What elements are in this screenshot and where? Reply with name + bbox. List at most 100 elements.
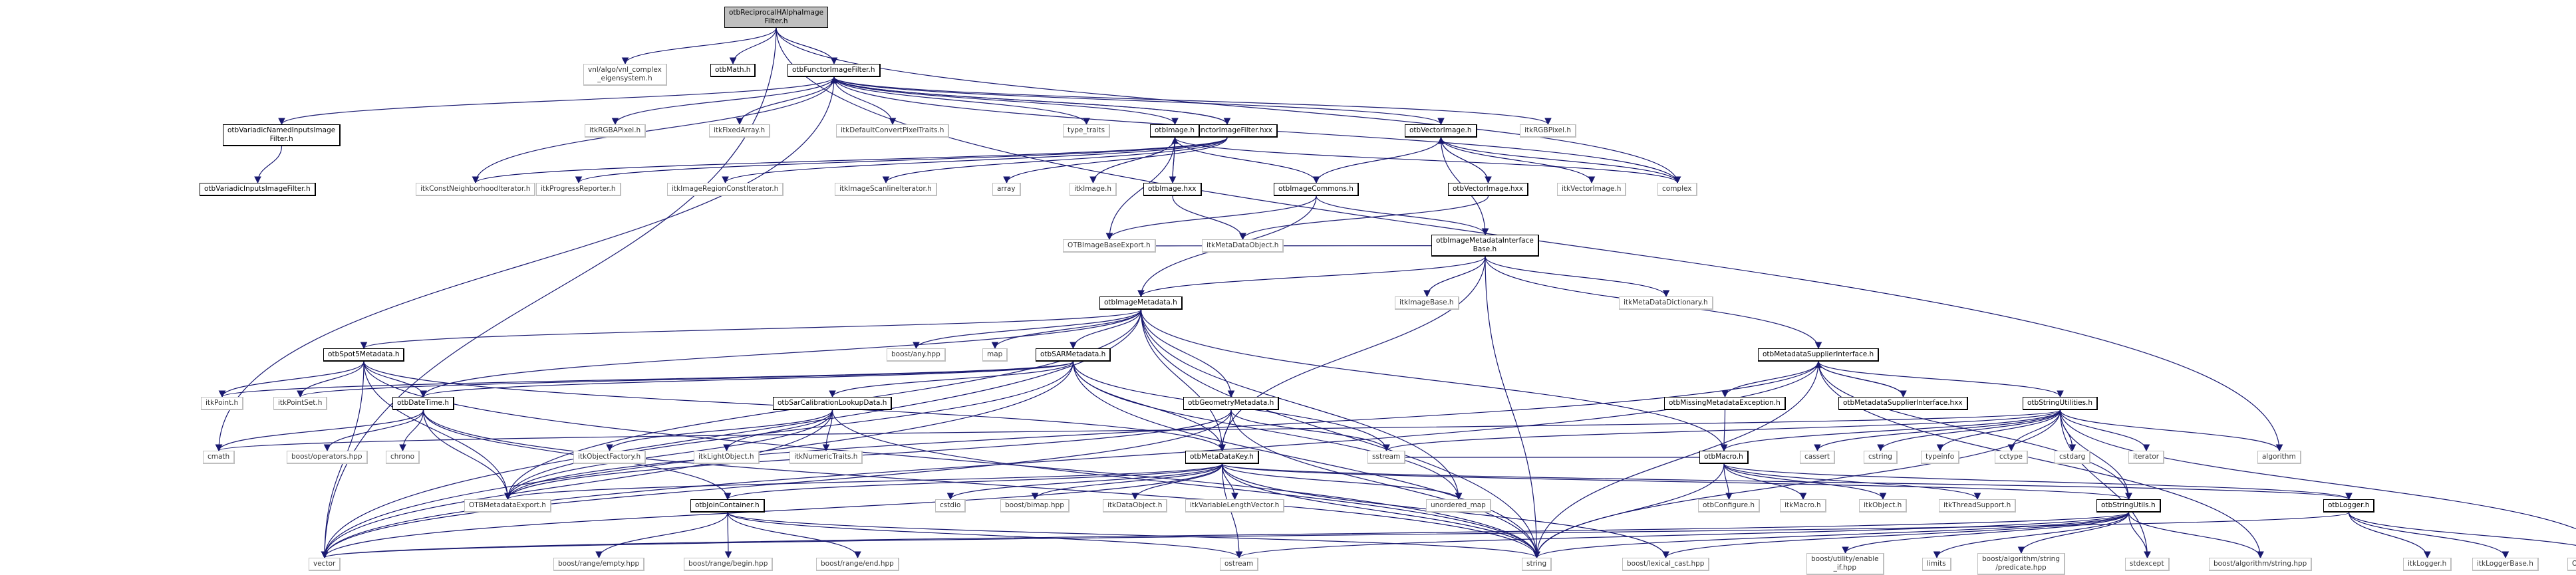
node-itk-data-object[interactable]: itkDataObject.h [1103,499,1167,513]
node-itk-light-object[interactable]: itkLightObject.h [694,451,760,464]
node-itk-const-neighborhood-iterator[interactable]: itkConstNeighborhoodIterator.h [416,183,535,196]
node-itk-object-factory[interactable]: itkObjectFactory.h [573,451,646,464]
node-stdexcept[interactable]: stdexcept [2125,558,2170,571]
node-otb-image[interactable]: otbImage.h [1150,124,1200,138]
node-otb-variadic-inputs-image-filter[interactable]: otbVariadicInputsImageFilter.h [200,183,316,196]
node-boost-bimap[interactable]: boost/bimap.hpp [1000,499,1070,513]
node-otb-math[interactable]: otbMath.h [710,64,756,77]
node-boost-algorithm-string[interactable]: boost/algorithm/string.hpp [2209,558,2312,571]
node-otb-vector-image-hxx[interactable]: otbVectorImage.hxx [1448,183,1528,196]
node-otb-join-container[interactable]: otbJoinContainer.h [690,499,765,513]
edge-sarMetadata-to-dateTime [424,362,1073,397]
node-vector[interactable]: vector [309,558,341,571]
node-cctype[interactable]: cctype [1995,451,2028,464]
node-itk-meta-data-dictionary[interactable]: itkMetaDataDictionary.h [1619,296,1713,310]
edge-sarCalib-to-metadataExport [508,410,833,499]
node-cstring[interactable]: cstring [1864,451,1898,464]
edge-spot5-to-itkPoint [222,362,364,397]
node-chrono[interactable]: chrono [386,451,420,464]
node-iterator[interactable]: iterator [2128,451,2164,464]
node-otb-spot5-metadata[interactable]: otbSpot5Metadata.h [323,348,404,362]
node-otb-configure[interactable]: otbConfigure.h [1698,499,1760,513]
edge-variadicNamed-to-variadicInputs [258,146,282,183]
node-itk-image-region-const-iterator[interactable]: itkImageRegionConstIterator.h [667,183,784,196]
node-otb-image-metadata-interface-base[interactable]: otbImageMetadataInterface Base.h [1431,235,1539,257]
node-otb-functor-image-filter[interactable]: otbFunctorImageFilter.h [787,64,881,77]
node-itk-object[interactable]: itkObject.h [1859,499,1907,513]
node-otb-vector-image[interactable]: otbVectorImage.h [1405,124,1477,138]
node-itk-variable-length-vector[interactable]: itkVariableLengthVector.h [1185,499,1284,513]
node-itk-vector-image[interactable]: itkVectorImage.h [1557,183,1626,196]
node-cmath[interactable]: cmath [203,451,235,464]
edge-metaDataKey-to-vector [325,464,1222,558]
node-itk-rgb-pixel[interactable]: itkRGBPixel.h [1520,124,1576,138]
node-map[interactable]: map [982,348,1008,362]
node-itk-image[interactable]: itkImage.h [1070,183,1117,196]
node-otb-variadic-named-inputs-image-filter[interactable]: otbVariadicNamedInputsImage Filter.h [223,124,341,146]
node-boost-operators[interactable]: boost/operators.hpp [287,451,368,464]
node-boost-lexical-cast[interactable]: boost/lexical_cast.hpp [1622,558,1709,571]
node-unordered-map[interactable]: unordered_map [1426,499,1491,513]
node-otb-sar-calibration-lookup-data[interactable]: otbSarCalibrationLookupData.h [773,397,892,410]
node-otb-logger[interactable]: otbLogger.h [2323,499,2374,513]
node-otb-image-commons[interactable]: otbImageCommons.h [1274,183,1359,196]
node-itk-logger[interactable]: itkLogger.h [2403,558,2452,571]
node-type-traits[interactable]: type_traits [1063,124,1110,138]
node-otb-metadata-export[interactable]: OTBMetadataExport.h [464,499,551,513]
node-itk-rgba-pixel[interactable]: itkRGBAPixel.h [585,124,646,138]
node-otb-metadata-supplier-interface[interactable]: otbMetadataSupplierInterface.h [1758,348,1879,362]
node-otb-string-utils[interactable]: otbStringUtils.h [2096,499,2161,513]
node-boost-any[interactable]: boost/any.hpp [887,348,946,362]
node-cstdio[interactable]: cstdio [935,499,966,513]
node-otb-meta-data-key[interactable]: otbMetaDataKey.h [1185,451,1259,464]
edge-supplierInterface-to-stringUtilities [1818,362,2061,397]
node-complex[interactable]: complex [1657,183,1697,196]
node-itk-fixed-array[interactable]: itkFixedArray.h [709,124,770,138]
node-typeinfo[interactable]: typeinfo [1921,451,1959,464]
node-sstream[interactable]: sstream [1367,451,1405,464]
node-itk-point-set[interactable]: itkPointSet.h [273,397,327,410]
node-limits[interactable]: limits [1922,558,1951,571]
node-otb-sar-metadata[interactable]: otbSARMetadata.h [1036,348,1111,362]
node-vnl-complex-eigensystem[interactable]: vnl/algo/vnl_complex _eigensystem.h [583,64,667,86]
node-itk-image-base[interactable]: itkImageBase.h [1395,296,1459,310]
node-itk-numeric-traits[interactable]: itkNumericTraits.h [789,451,863,464]
node-otb-image-hxx[interactable]: otbImage.hxx [1143,183,1202,196]
edge-stringUtils-to-vector [325,513,2129,558]
node-itk-macro[interactable]: itkMacro.h [1780,499,1826,513]
node-otb-common-export[interactable]: OTBCommonExport.h [2567,558,2576,571]
node-otb-metadata-supplier-interface-hxx[interactable]: otbMetadataSupplierInterface.hxx [1838,397,1968,410]
node-itk-point[interactable]: itkPoint.h [201,397,243,410]
node-boost-utility-enable-if[interactable]: boost/utility/enable _if.hpp [1806,553,1884,575]
node-ostream[interactable]: ostream [1220,558,1258,571]
edge-imageMetadataInterface-to-itkImageBase [1427,257,1486,296]
node-root[interactable]: otbReciprocalHAlphaImage Filter.h [724,7,828,28]
node-itk-thread-support[interactable]: itkThreadSupport.h [1939,499,2016,513]
node-boost-algorithm-string-predicate[interactable]: boost/algorithm/string /predicate.hpp [1977,553,2065,575]
node-algorithm[interactable]: algorithm [2257,451,2301,464]
edge-stringUtilities-to-algorithm [2061,410,2280,451]
node-cstdarg[interactable]: cstdarg [2055,451,2090,464]
node-array[interactable]: array [992,183,1021,196]
node-boost-range-empty[interactable]: boost/range/empty.hpp [553,558,644,571]
edge-dateTime-to-boostOperators [327,410,424,451]
node-otb-date-time[interactable]: otbDateTime.h [392,397,454,410]
node-string[interactable]: string [1522,558,1552,571]
node-otb-string-utilities[interactable]: otbStringUtilities.h [2023,397,2098,410]
node-otb-geometry-metadata[interactable]: otbGeometryMetadata.h [1183,397,1279,410]
node-itk-default-convert-pixel-traits[interactable]: itkDefaultConvertPixelTraits.h [836,124,949,138]
node-itk-logger-base[interactable]: itkLoggerBase.h [2472,558,2539,571]
node-itk-image-scanline-iterator[interactable]: itkImageScanlineIterator.h [835,183,937,196]
node-otb-image-base-export[interactable]: OTBImageBaseExport.h [1063,239,1156,253]
node-otb-image-metadata[interactable]: otbImageMetadata.h [1099,296,1183,310]
node-itk-meta-data-object[interactable]: itkMetaDataObject.h [1202,239,1284,253]
node-otb-missing-metadata-exception[interactable]: otbMissingMetadataException.h [1664,397,1786,410]
edge-imageMetadataInterface-to-string [1485,257,1537,558]
node-otb-macro[interactable]: otbMacro.h [1699,451,1749,464]
edge-stringUtilities-to-sstream [1387,410,2061,451]
node-itk-progress-reporter[interactable]: itkProgressReporter.h [536,183,621,196]
node-boost-range-begin[interactable]: boost/range/begin.hpp [684,558,773,571]
node-cassert[interactable]: cassert [1800,451,1835,464]
edge-otbLogger-to-vector [325,513,2349,558]
node-boost-range-end[interactable]: boost/range/end.hpp [816,558,899,571]
